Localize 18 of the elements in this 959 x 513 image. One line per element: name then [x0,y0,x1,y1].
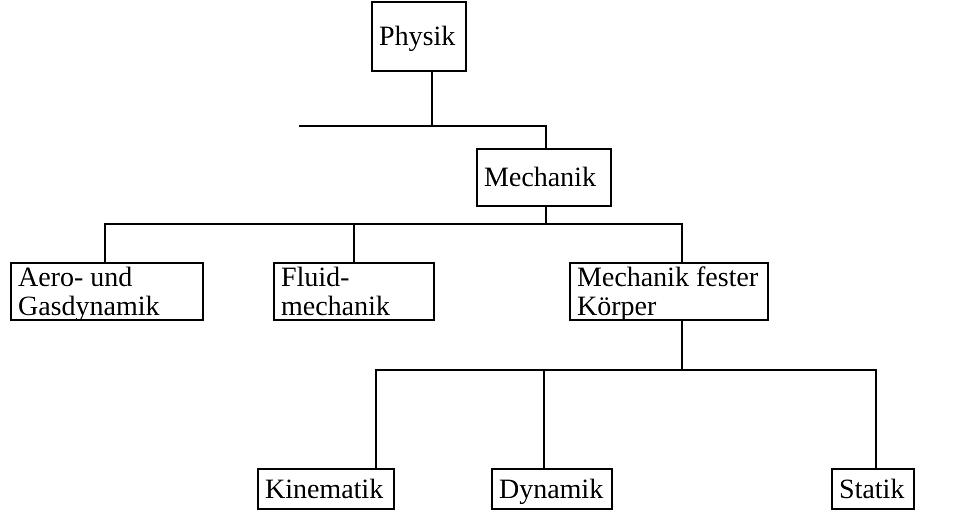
box-label: Dynamik [499,474,604,504]
category-box [476,148,612,207]
category-box [371,1,467,72]
box-label: Mechanik fester Körper [577,262,760,320]
box-label: Kinematik [265,474,384,504]
category-box [273,262,435,321]
box-label: Fluid- mechanik [281,262,391,320]
box-label: Statik [839,474,906,504]
category-box [831,468,915,510]
category-box [10,262,204,321]
box-label: Aero- und Gasdynamik [18,262,161,320]
connector-line [681,321,877,468]
category-box [257,468,395,510]
connector-line [431,72,547,148]
box-label: Physik [379,22,456,51]
connector-line [545,207,683,262]
box-label: Mechanik [484,163,597,192]
category-box [491,468,613,510]
